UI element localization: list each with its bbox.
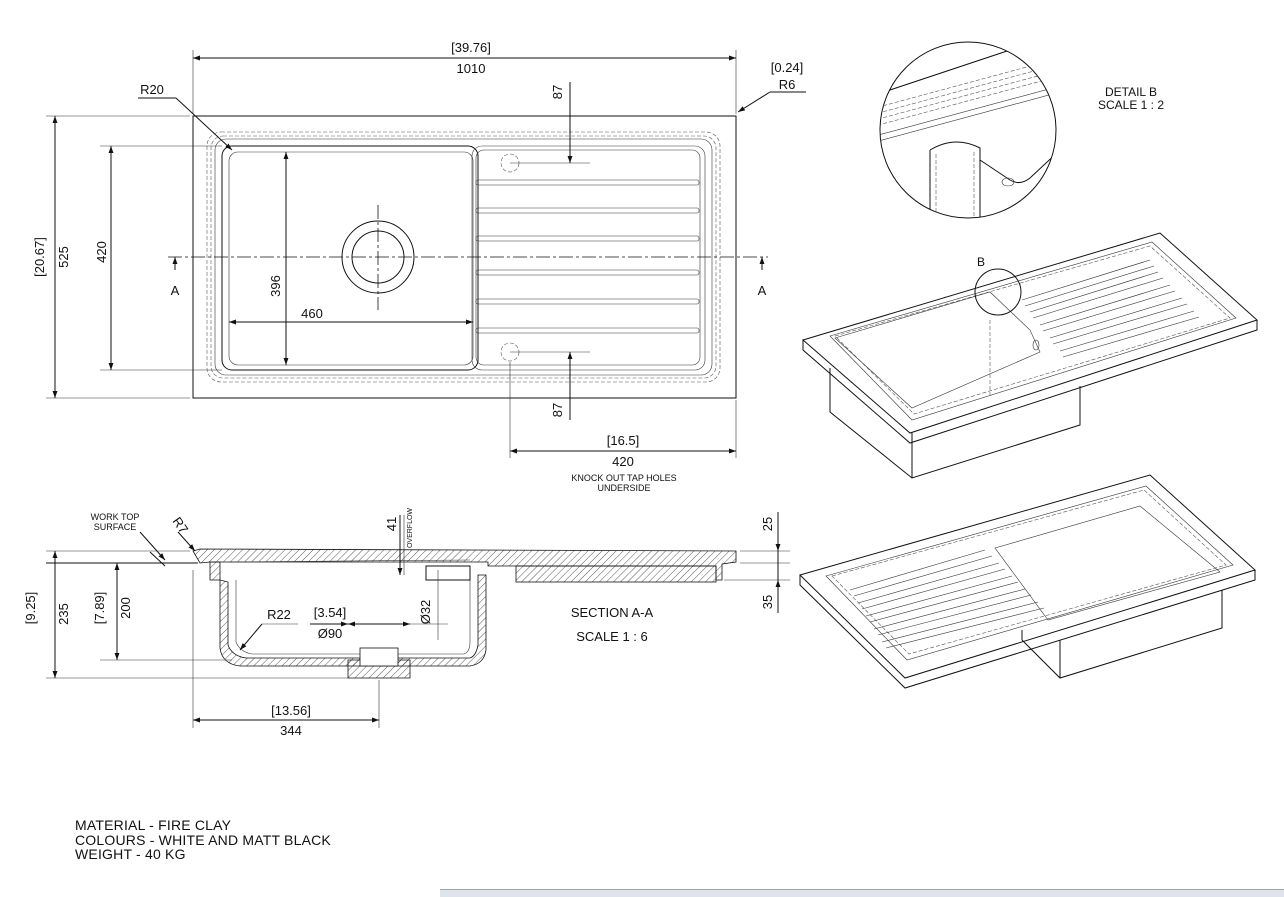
waste-dia-in: [3.54] <box>314 605 347 620</box>
iso-view-bottom <box>799 474 1256 689</box>
bowl-width-outer: 420 <box>94 241 109 263</box>
overflow-dia: Ø32 <box>418 600 433 625</box>
overall-width-in: [20.67] <box>32 237 47 277</box>
top-thickness: 25 <box>760 517 775 531</box>
bowl-section <box>209 561 487 667</box>
section-scale: SCALE 1 : 6 <box>576 629 648 644</box>
tap-note-line1: KNOCK OUT TAP HOLES <box>571 473 676 483</box>
tap-offset-top: 87 <box>550 85 565 99</box>
note-colours: COLOURS - WHITE AND MATT BLACK <box>75 831 331 848</box>
bowl-radius-section: R22 <box>267 607 291 622</box>
worktop-label-1: WORK TOP <box>91 512 140 522</box>
detail-b: DETAIL B SCALE 1 : 2 <box>879 41 1164 219</box>
detail-marker: B <box>977 255 985 269</box>
rim-contour <box>206 131 721 383</box>
overall-length-mm: 1010 <box>457 61 486 76</box>
bowl-width-inner: 396 <box>268 275 283 297</box>
detail-title: DETAIL B <box>1105 85 1157 99</box>
bowl-offset-mm: 344 <box>280 723 302 738</box>
corner-radius-mm: R6 <box>779 77 796 92</box>
section-title: SECTION A-A <box>571 605 654 620</box>
drainer-depth: 35 <box>760 595 775 609</box>
section-view: WORK TOP SURFACE R7 41 OVERFLOW Ø32 R22 <box>23 508 790 738</box>
section-marker-left: A <box>171 283 180 298</box>
overall-length-in: [39.76] <box>451 40 491 55</box>
tap-span-in: [16.5] <box>607 433 640 448</box>
bowl-depth-mm: 200 <box>118 597 133 619</box>
overall-depth-mm: 235 <box>56 603 71 625</box>
overall-depth-in: [9.25] <box>23 592 38 625</box>
bowl-radius-label: R20 <box>140 82 164 97</box>
bowl-offset-in: [13.56] <box>271 703 311 718</box>
bowl-length: 460 <box>301 306 323 321</box>
corner-radius-in: [0.24] <box>771 60 804 75</box>
overflow-dim: 41 <box>384 517 399 531</box>
overall-width-mm: 525 <box>56 246 71 268</box>
detail-scale: SCALE 1 : 2 <box>1098 98 1164 112</box>
window-bottom-edge <box>440 889 1284 897</box>
tap-span-mm: 420 <box>612 454 634 469</box>
note-weight: WEIGHT - 40 KG <box>75 846 186 862</box>
material-notes: MATERIAL - FIRE CLAY COLOURS - WHITE AND… <box>75 818 331 862</box>
tap-note-line2: UNDERSIDE <box>597 483 650 493</box>
worktop-label-2: SURFACE <box>94 522 137 532</box>
tap-offset-bottom: 87 <box>550 403 565 417</box>
rim-radius-label: R7 <box>170 514 192 536</box>
section-marker-right: A <box>758 283 767 298</box>
overflow-label: OVERFLOW <box>407 508 414 548</box>
plan-view: [39.76] 1010 [0.24] R6 R20 87 87 [20.67]… <box>32 40 806 493</box>
drainer-outline <box>471 145 706 371</box>
note-material: MATERIAL - FIRE CLAY <box>75 817 232 833</box>
iso-view-top: B <box>801 232 1258 479</box>
waste-dia-mm: Ø90 <box>318 626 343 641</box>
bowl-outline <box>221 145 479 371</box>
bowl-depth-in: [7.89] <box>92 592 107 625</box>
drainer-grooves <box>475 179 700 334</box>
